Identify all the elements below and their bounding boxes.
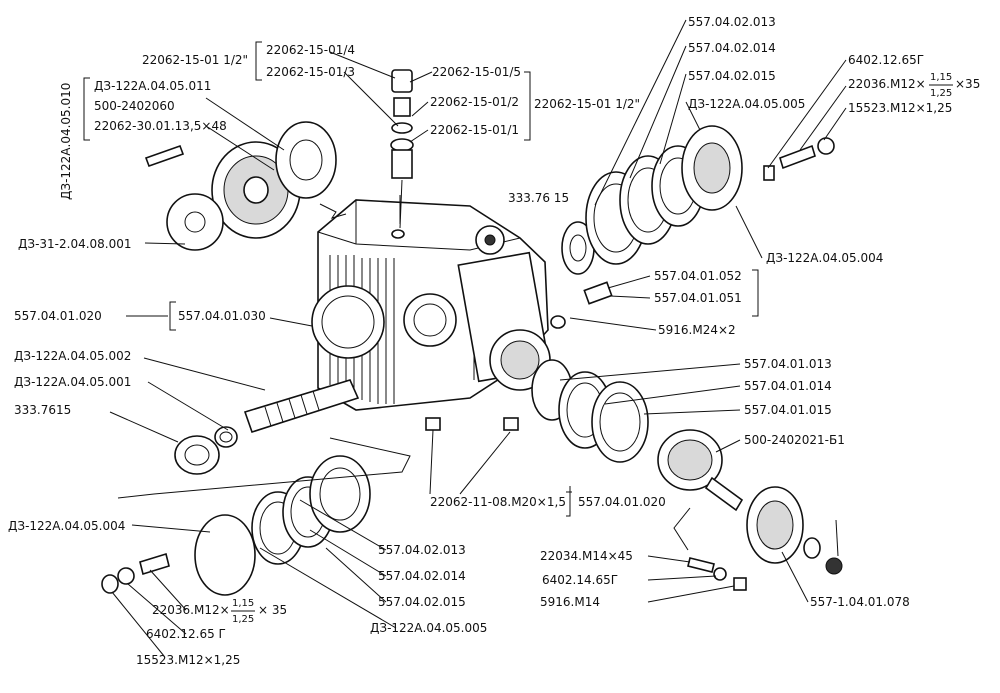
label-22036-frac-num-bottom: 1,15 (232, 598, 254, 609)
label-22034-m14x45: 22034.М14×45 (540, 549, 633, 563)
label-22062-15-01-half-right: 22062-15-01 1/2" (534, 97, 640, 111)
bottom-seal-stack (101, 455, 371, 596)
label-d3-122a-04-05-001: ДЗ-122А.04.05.001 (14, 375, 131, 389)
drain-plug (550, 281, 613, 329)
label-557-04-02-015-bottom: 557.04.02.015 (378, 595, 466, 609)
label-15523-m12-top: 15523.М12×1,25 (848, 101, 952, 115)
output-pinion (657, 429, 744, 512)
label-15523-m12-bottom: 15523.М12×1,25 (136, 653, 240, 667)
label-22062-15-01-half-left: 22062-15-01 1/2" (142, 53, 248, 67)
label-557-04-01-013: 557.04.01.013 (744, 357, 832, 371)
label-22036-len-top: ×35 (955, 77, 980, 91)
label-22062-15-01-4: 22062-15-01/4 (266, 43, 355, 57)
label-333-7615-left: 333.7615 (14, 403, 71, 417)
label-22062-15-01-3: 22062-15-01/3 (266, 65, 355, 79)
gearbox-housing (311, 199, 551, 411)
label-22036-frac-num-top: 1,15 (930, 72, 952, 83)
assembly-arrow-right (673, 507, 691, 551)
label-333-76-15-top: 333.76 15 (508, 191, 569, 205)
label-d3-122a-04-05-005-top: ДЗ-122А.04.05.005 (688, 97, 805, 111)
label-557-04-02-014-bottom: 557.04.02.014 (378, 569, 466, 583)
label-d3-122a-04-05-011: ДЗ-122А.04.05.011 (94, 79, 211, 93)
label-557-04-02-015-top: 557.04.02.015 (688, 69, 776, 83)
label-d3-122a-04-05-002: ДЗ-122А.04.05.002 (14, 349, 131, 363)
label-d3-122a-04-05-005-bottom: ДЗ-122А.04.05.005 (370, 621, 487, 635)
label-557-04-01-030: 557.04.01.030 (178, 309, 266, 323)
label-557-04-01-051: 557.04.01.051 (654, 291, 742, 305)
label-d3-122a-04-05-004-right: ДЗ-122А.04.05.004 (766, 251, 883, 265)
m14-bolt (687, 557, 747, 591)
label-557-04-01-020-left: 557.04.01.020 (14, 309, 102, 323)
breather-assembly (390, 69, 414, 229)
label-557-04-01-052: 557.04.01.052 (654, 269, 742, 283)
label-d3-31-2-04-08-001: ДЗ-31-2.04.08.001 (18, 237, 132, 251)
label-557-04-02-013-bottom: 557.04.02.013 (378, 543, 466, 557)
label-22062-30-01-13-5x48: 22062-30.01.13,5×48 (94, 119, 227, 133)
label-22062-15-01-1: 22062-15-01/1 (430, 123, 519, 137)
label-22036-frac-den-top: 1,25 (930, 88, 952, 99)
assembly-arrow-bottom (117, 437, 411, 499)
label-6402-12-65g-top: 6402.12.65Г (848, 53, 924, 67)
label-6402-14-65g: 6402.14.65Г (542, 573, 618, 587)
output-seal-stack (531, 359, 649, 463)
label-500-2402021-b1: 500-2402021-Б1 (744, 433, 845, 447)
label-5916-m14: 5916.М14 (540, 595, 600, 609)
left-bearing (174, 426, 238, 475)
label-557-04-02-013-top: 557.04.02.013 (688, 15, 776, 29)
label-22036-m12-bottom: 22036.М12× (152, 603, 230, 617)
label-22062-15-01-5: 22062-15-01/5 (432, 65, 521, 79)
label-22036-m12-top: 22036.М12× (848, 77, 926, 91)
output-flange (746, 486, 843, 575)
label-557-1-04-01-078: 557-1.04.01.078 (810, 595, 910, 609)
label-d3-122a-04-05-004-left: ДЗ-122А.04.05.004 (8, 519, 125, 533)
studs-m20 (425, 417, 519, 431)
bevel-gear (144, 121, 337, 251)
label-557-04-02-014-top: 557.04.02.014 (688, 41, 776, 55)
assembly-arrow-top (319, 203, 347, 219)
right-seal-stack (561, 125, 835, 275)
input-shaft (243, 379, 360, 433)
label-22036-frac-den-bottom: 1,25 (232, 614, 254, 625)
label-6402-12-65g-bottom: 6402.12.65 Г (146, 627, 226, 641)
leader-lines (83, 19, 847, 657)
label-d3-122a-04-05-010: ДЗ-122А.04.05.010 (59, 83, 73, 200)
label-557-04-01-020-bottom: 557.04.01.020 (578, 495, 666, 509)
label-22062-15-01-2: 22062-15-01/2 (430, 95, 519, 109)
label-5916-m24x2: 5916.М24×2 (658, 323, 736, 337)
label-500-2402060: 500-2402060 (94, 99, 175, 113)
label-557-04-01-014: 557.04.01.014 (744, 379, 832, 393)
label-22036-len-bottom: × 35 (258, 603, 287, 617)
label-22062-11-08-m20: 22062-11-08.М20×1,5 (430, 495, 566, 509)
label-557-04-01-015: 557.04.01.015 (744, 403, 832, 417)
